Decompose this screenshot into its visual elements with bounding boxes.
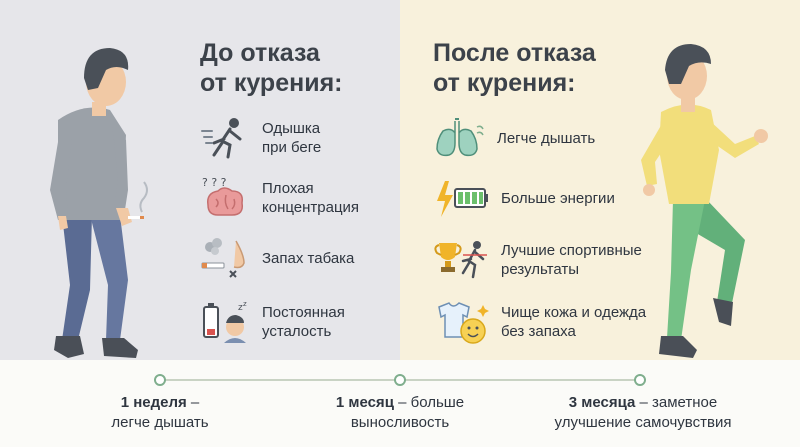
milestone-1-line2: легче дышать bbox=[111, 414, 209, 431]
milestone-1-rest: – bbox=[186, 394, 200, 411]
before-heading-line2: от курения: bbox=[200, 69, 343, 97]
before-item-constant-fatigue: z z Постоянная усталость bbox=[200, 297, 345, 347]
before-item-2-line1: Плохая bbox=[262, 180, 314, 197]
after-item-4-line2: без запаха bbox=[501, 323, 576, 340]
before-item-poor-concentration: ? ? ? Плохая концентрация bbox=[200, 173, 359, 223]
before-item-2-line2: концентрация bbox=[262, 199, 360, 216]
lungs-icon bbox=[436, 118, 484, 157]
smoker-figure-illustration bbox=[50, 48, 148, 358]
before-heading-line1: До отказа bbox=[200, 39, 320, 67]
after-item-more-energy: Больше энергии bbox=[433, 173, 615, 223]
milestone-2-line2: выносливость bbox=[350, 414, 450, 431]
after-item-1-line1: Легче дышать bbox=[497, 129, 596, 147]
low-battery-tired-icon: z z bbox=[203, 300, 247, 343]
lightning-battery-icon bbox=[437, 181, 488, 217]
after-item-clean-skin-clothes: Чище кожа и одежда без запаха bbox=[433, 297, 646, 347]
after-panel bbox=[400, 0, 800, 360]
after-item-easier-breathing: Легче дышать bbox=[433, 113, 595, 163]
milestone-3-rest: – заметное bbox=[635, 394, 718, 411]
trophy-runner-icon bbox=[434, 241, 487, 279]
cigarette-nose-icon bbox=[201, 238, 245, 278]
timeline-milestone-1-week: 1 неделя – легче дышать bbox=[50, 393, 270, 433]
timeline-dot-3-months bbox=[634, 374, 646, 386]
after-item-better-sport-results: Лучшие спортивные результаты bbox=[433, 235, 642, 285]
timeline-milestone-1-month: 1 месяц – больше выносливость bbox=[290, 393, 510, 433]
before-item-4-line2: усталость bbox=[262, 323, 332, 340]
milestone-2-rest: – больше bbox=[393, 394, 465, 411]
after-heading-line2: от курения: bbox=[433, 69, 576, 97]
running-out-of-breath-icon bbox=[201, 118, 242, 159]
before-item-1-line2: при беге bbox=[262, 139, 322, 156]
shirt-smile-icon bbox=[438, 302, 489, 344]
before-item-4-line1: Постоянная bbox=[262, 304, 345, 321]
milestone-3-period: 3 месяца bbox=[568, 394, 636, 411]
timeline-dot-1-month bbox=[394, 374, 406, 386]
milestone-2-period: 1 месяц bbox=[335, 394, 394, 411]
after-item-4-line1: Чище кожа и одежда bbox=[501, 304, 647, 321]
before-item-3-line1: Запах табака bbox=[262, 249, 355, 267]
after-heading: После отказа от курения: bbox=[433, 38, 596, 98]
after-heading-line1: После отказа bbox=[433, 39, 596, 67]
before-item-shortness-of-breath: Одышка при беге bbox=[200, 113, 321, 163]
after-item-3-line2: результаты bbox=[501, 261, 579, 278]
runner-figure-illustration bbox=[641, 44, 768, 358]
svg-text:? ? ?: ? ? ? bbox=[202, 176, 227, 189]
timeline-milestone-3-months: 3 месяца – заметное улучшение самочувств… bbox=[528, 393, 758, 433]
brain-question-icon: ? ? ? bbox=[202, 176, 244, 216]
before-item-1-line1: Одышка bbox=[262, 120, 321, 137]
timeline-dot-1-week bbox=[154, 374, 166, 386]
svg-text:z: z bbox=[238, 303, 243, 313]
svg-text:z: z bbox=[243, 300, 247, 308]
before-item-tobacco-smell: Запах табака bbox=[200, 233, 354, 283]
after-item-2-line1: Больше энергии bbox=[501, 189, 615, 207]
after-item-3-line1: Лучшие спортивные bbox=[501, 242, 642, 259]
before-heading: До отказа от курения: bbox=[200, 38, 342, 98]
milestone-1-period: 1 неделя bbox=[120, 394, 187, 411]
milestone-3-line2: улучшение самочувствия bbox=[554, 414, 732, 431]
